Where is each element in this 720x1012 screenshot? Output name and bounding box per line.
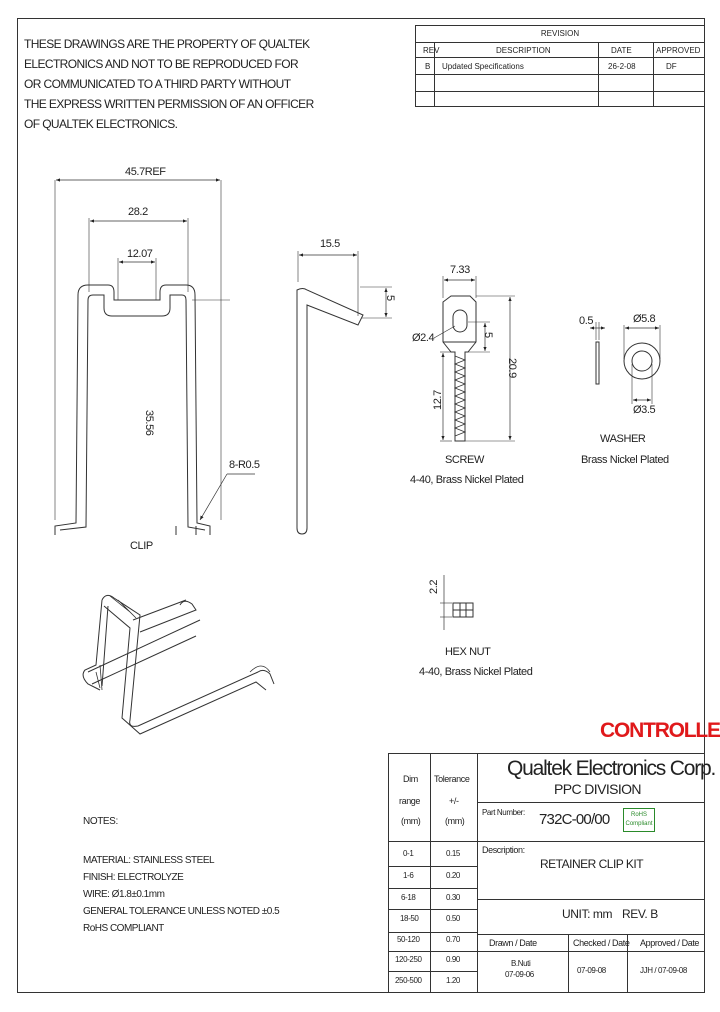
dim-center-width: 12.07 [127,248,153,260]
approved-date: JJH / 07-09-08 [640,966,687,975]
tol-range-header: range [399,796,421,806]
tol-dim-header: Dim [403,774,418,784]
division-name: PPC DIVISION [554,781,642,797]
tol-value-cell: 0.30 [446,893,460,902]
approved-cell: DF [666,62,677,71]
screw-label: SCREW [445,454,484,466]
hexnut-label: HEX NUT [445,646,491,658]
approved-label: Approved / Date [640,938,700,948]
rohs-line1: RoHS [630,812,647,818]
clip-side-view [296,251,392,535]
notes-title: NOTES: [83,816,118,827]
tol-value-cell: 0.20 [446,871,460,880]
drawn-date: 07-09-06 [505,970,534,979]
dim-washer-inner: Ø3.5 [633,404,656,416]
tol-value-cell: 1.20 [446,976,460,985]
note-line: GENERAL TOLERANCE UNLESS NOTED ±0.5 [83,906,280,917]
description-header: DESCRIPTION [496,46,551,55]
dim-inner-width: 28.2 [128,206,148,218]
title-block: Dim range (mm) Tolerance +/- (mm) 0-1 0.… [388,753,716,993]
tol-value-cell: 0.90 [446,955,460,964]
dim-side-width: 15.5 [320,238,340,250]
note-line: RoHS COMPLIANT [83,923,164,934]
dim-screw-head: 7.33 [450,264,470,276]
description-cell: Updated Specifications [442,62,524,71]
rev-cell: B [425,62,431,71]
description-label: Description: [482,845,525,855]
tol-range-cell: 0-1 [403,849,414,858]
dim-washer-outer: Ø5.8 [633,313,656,325]
clip-front-view [54,178,255,535]
date-cell: 26-2-08 [608,62,636,71]
revision-table: REVISION REV DESCRIPTION DATE APPROVED B… [415,25,705,107]
tol-value-cell: 0.50 [446,914,460,923]
tol-header: Tolerance [434,774,470,784]
part-number: 732C-00/00 [539,811,610,828]
revision-title: REVISION [540,29,580,38]
notice-line: THE EXPRESS WRITTEN PERMISSION OF AN OFF… [24,97,314,111]
company-name: Qualtek Electronics Corp. [507,757,716,780]
notes-list: MATERIAL: STAINLESS STEEL FINISH: ELECTR… [83,852,280,937]
rohs-compliant-badge: RoHS Compliant [623,808,655,832]
drawing-sheet [17,18,705,993]
note-line: WIRE: Ø1.8±0.1mm [83,889,165,900]
tol-range-cell: 250-500 [395,976,422,985]
notice-line: OR COMMUNICATED TO A THIRD PARTY WITHOUT [24,77,291,91]
screw-drawing [433,276,515,442]
dim-screw-thread: 12.7 [432,390,444,410]
tol-pm-header: +/- [449,796,459,806]
proprietary-notice: THESE DRAWINGS ARE THE PROPERTY OF QUALT… [24,34,314,134]
tol-unit2-header: (mm) [445,816,465,826]
tol-range-cell: 6-18 [401,893,416,902]
notice-line: THESE DRAWINGS ARE THE PROPERTY OF QUALT… [24,37,310,51]
notice-line: OF QUALTEK ELECTRONICS. [24,117,178,131]
description-value: RETAINER CLIP KIT [540,857,644,871]
hexnut-drawing [440,575,474,630]
washer-drawing [590,322,661,404]
unit-label: UNIT: mm [562,907,613,921]
tol-range-cell: 120-250 [395,955,422,964]
rev-label: REV. B [622,907,658,921]
notice-line: ELECTRONICS AND NOT TO BE REPRODUCED FOR [24,57,299,71]
drawn-name: B.Nuti [511,959,531,968]
dim-washer-thickness: 0.5 [579,315,594,327]
date-header: DATE [611,46,632,55]
drawn-label: Drawn / Date [489,938,537,948]
dim-screw-total: 20.9 [506,358,518,378]
rev-header: REV [423,46,440,55]
clip-label: CLIP [130,540,153,552]
note-line: FINISH: ELECTROLYZE [83,872,184,883]
washer-label: WASHER [600,433,646,445]
approved-header: APPROVED [656,46,701,55]
rohs-line2: Compliant [625,821,653,827]
dim-overall-width: 45.7REF [125,166,166,178]
dim-bend-radius: 8-R0.5 [229,459,260,471]
clip-isometric-view [82,594,275,735]
note-line: MATERIAL: STAINLESS STEEL [83,855,215,866]
tol-range-cell: 1-6 [403,871,414,880]
hexnut-spec: 4-40, Brass Nickel Plated [419,666,533,678]
part-number-label: Part Number: [482,808,525,817]
dim-screw-head-length: 5 [482,332,494,338]
screw-spec: 4-40, Brass Nickel Plated [410,474,524,486]
checked-label: Checked / Date [573,938,630,948]
tol-range-cell: 50-120 [397,935,420,944]
dim-clip-height: 35.56 [143,410,155,436]
washer-spec: Brass Nickel Plated [581,454,669,466]
tol-unit-header: (mm) [401,816,421,826]
checked-date: 07-09-08 [577,966,606,975]
tol-value-cell: 0.15 [446,849,460,858]
dim-side-height: 5 [384,295,396,301]
tol-range-cell: 18-50 [400,914,419,923]
controlled-stamp: CONTROLLED [600,719,720,742]
tol-value-cell: 0.70 [446,935,460,944]
dim-screw-diameter: Ø2.4 [412,332,435,344]
dim-hexnut-height: 2.2 [428,579,440,594]
